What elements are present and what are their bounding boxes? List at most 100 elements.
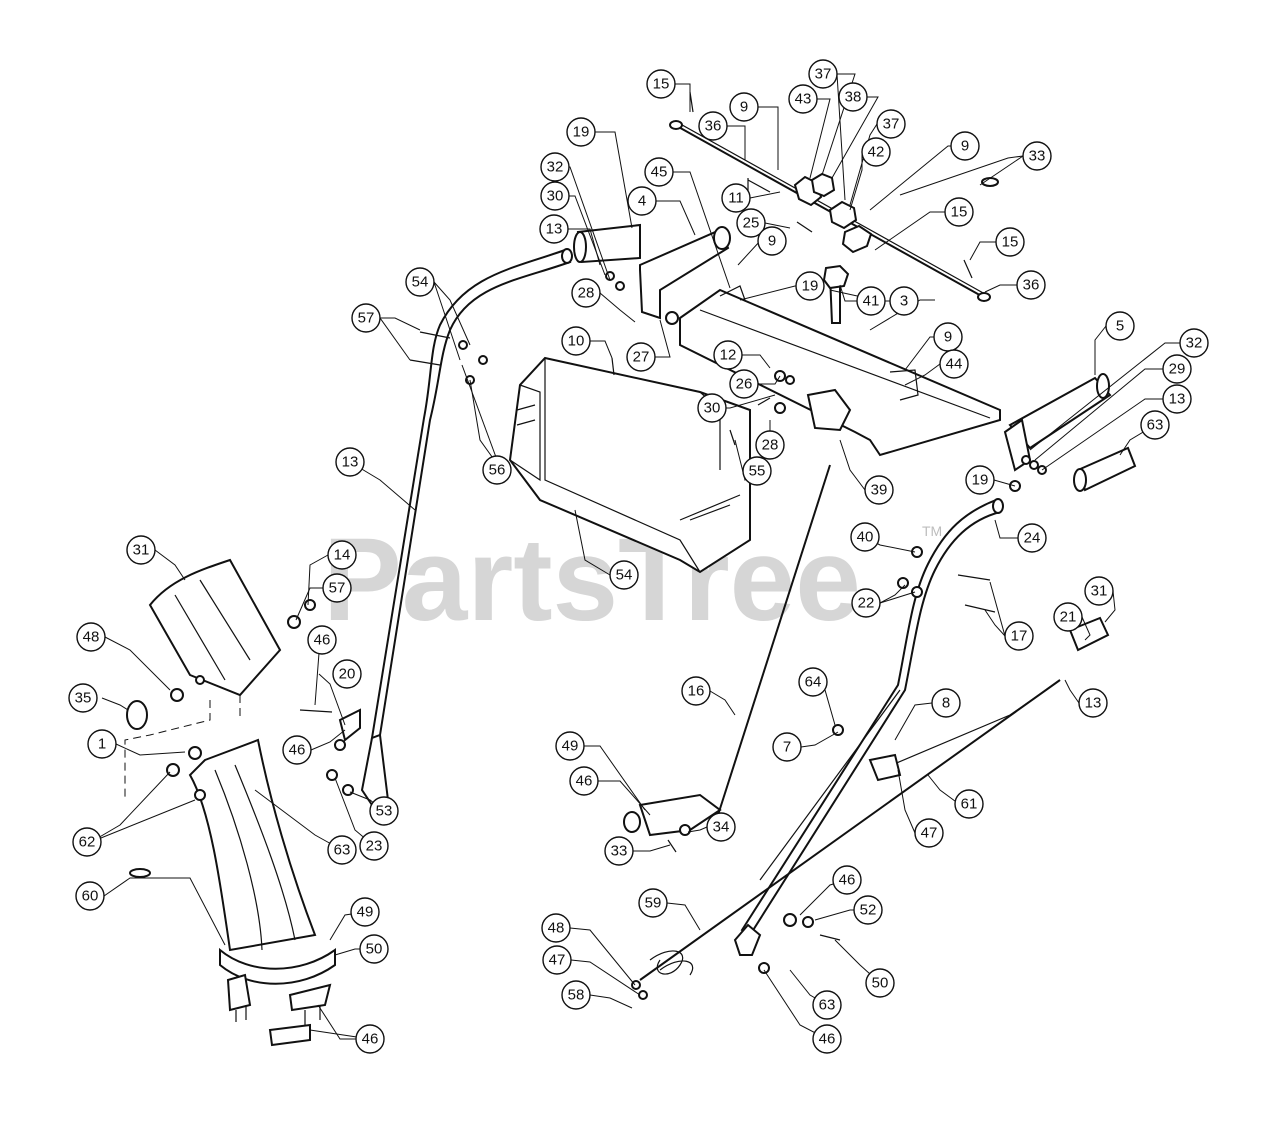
callout[interactable]: 15 bbox=[995, 227, 1025, 257]
callout[interactable]: 9 bbox=[729, 92, 759, 122]
callout[interactable]: 28 bbox=[755, 430, 785, 460]
callout[interactable]: 13 bbox=[539, 214, 569, 244]
callout[interactable]: 60 bbox=[75, 881, 105, 911]
callout[interactable]: 33 bbox=[1022, 141, 1052, 171]
callout[interactable]: 44 bbox=[939, 349, 969, 379]
callout[interactable]: 31 bbox=[1084, 576, 1114, 606]
callout[interactable]: 28 bbox=[571, 278, 601, 308]
callout[interactable]: 50 bbox=[359, 934, 389, 964]
svg-text:15: 15 bbox=[653, 76, 670, 93]
callout[interactable]: 55 bbox=[742, 456, 772, 486]
callout[interactable]: 22 bbox=[851, 588, 881, 618]
callout[interactable]: 42 bbox=[861, 137, 891, 167]
callout[interactable]: 57 bbox=[351, 303, 381, 333]
callout[interactable]: 36 bbox=[1016, 270, 1046, 300]
callout[interactable]: 49 bbox=[555, 731, 585, 761]
callout[interactable]: 47 bbox=[542, 945, 572, 975]
callout[interactable]: 61 bbox=[954, 789, 984, 819]
callout[interactable]: 11 bbox=[721, 183, 751, 213]
callout[interactable]: 12 bbox=[713, 340, 743, 370]
callout[interactable]: 4 bbox=[627, 186, 657, 216]
callout[interactable]: 17 bbox=[1004, 621, 1034, 651]
callout[interactable]: 15 bbox=[944, 197, 974, 227]
callout[interactable]: 46 bbox=[812, 1024, 842, 1054]
callout[interactable]: 37 bbox=[876, 109, 906, 139]
callout[interactable]: 49 bbox=[350, 897, 380, 927]
callout[interactable]: 52 bbox=[853, 895, 883, 925]
callout[interactable]: 19 bbox=[795, 271, 825, 301]
callout[interactable]: 45 bbox=[644, 157, 674, 187]
callout[interactable]: 32 bbox=[1179, 328, 1209, 358]
callout[interactable]: 25 bbox=[736, 208, 766, 238]
callout[interactable]: 46 bbox=[355, 1024, 385, 1054]
callout[interactable]: 63 bbox=[812, 990, 842, 1020]
callout[interactable]: 15 bbox=[646, 69, 676, 99]
callout[interactable]: 57 bbox=[322, 573, 352, 603]
callout[interactable]: 64 bbox=[798, 667, 828, 697]
callout[interactable]: 32 bbox=[540, 152, 570, 182]
callout[interactable]: 46 bbox=[569, 766, 599, 796]
svg-text:13: 13 bbox=[1169, 391, 1186, 408]
callout[interactable]: 19 bbox=[566, 117, 596, 147]
callout[interactable]: 24 bbox=[1017, 523, 1047, 553]
callout[interactable]: 16 bbox=[681, 676, 711, 706]
svg-text:45: 45 bbox=[651, 164, 668, 181]
callout[interactable]: 46 bbox=[307, 625, 337, 655]
left-handle bbox=[360, 248, 573, 807]
callout[interactable]: 14 bbox=[327, 540, 357, 570]
callout[interactable]: 20 bbox=[332, 659, 362, 689]
callout[interactable]: 9 bbox=[950, 131, 980, 161]
callout[interactable]: 63 bbox=[327, 835, 357, 865]
callout[interactable]: 10 bbox=[561, 326, 591, 356]
callout[interactable]: 62 bbox=[72, 827, 102, 857]
callout[interactable]: 35 bbox=[68, 683, 98, 713]
svg-text:52: 52 bbox=[860, 902, 877, 919]
callout[interactable]: 30 bbox=[697, 393, 727, 423]
callout[interactable]: 63 bbox=[1140, 410, 1170, 440]
callout[interactable]: 48 bbox=[76, 622, 106, 652]
callout[interactable]: 9 bbox=[757, 226, 787, 256]
callout[interactable]: 50 bbox=[865, 968, 895, 998]
callout[interactable]: 29 bbox=[1162, 354, 1192, 384]
callout[interactable]: 3 bbox=[889, 286, 919, 316]
callout[interactable]: 33 bbox=[604, 836, 634, 866]
callout[interactable]: 27 bbox=[626, 342, 656, 372]
callout[interactable]: 54 bbox=[609, 560, 639, 590]
callout[interactable]: 40 bbox=[850, 522, 880, 552]
callout[interactable]: 1 bbox=[87, 729, 117, 759]
callout[interactable]: 48 bbox=[541, 913, 571, 943]
callout[interactable]: 53 bbox=[369, 796, 399, 826]
svg-text:31: 31 bbox=[1091, 583, 1108, 600]
callout[interactable]: 7 bbox=[772, 732, 802, 762]
callout[interactable]: 13 bbox=[1078, 688, 1108, 718]
callout[interactable]: 23 bbox=[359, 831, 389, 861]
callout[interactable]: 30 bbox=[540, 181, 570, 211]
callout[interactable]: 38 bbox=[838, 82, 868, 112]
callout[interactable]: 13 bbox=[1162, 384, 1192, 414]
callout[interactable]: 46 bbox=[832, 865, 862, 895]
callout[interactable]: 58 bbox=[561, 980, 591, 1010]
callout[interactable]: 47 bbox=[914, 818, 944, 848]
callout[interactable]: 19 bbox=[965, 465, 995, 495]
callout[interactable]: 36 bbox=[698, 111, 728, 141]
callout[interactable]: 37 bbox=[808, 59, 838, 89]
callout[interactable]: 26 bbox=[729, 369, 759, 399]
callout[interactable]: 54 bbox=[405, 267, 435, 297]
callout[interactable]: 5 bbox=[1105, 311, 1135, 341]
callout[interactable]: 46 bbox=[282, 735, 312, 765]
callout[interactable]: 34 bbox=[706, 812, 736, 842]
svg-text:20: 20 bbox=[339, 666, 356, 683]
svg-text:50: 50 bbox=[366, 941, 383, 958]
callout[interactable]: 21 bbox=[1053, 602, 1083, 632]
callout[interactable]: 31 bbox=[126, 535, 156, 565]
callout[interactable]: 8 bbox=[931, 688, 961, 718]
callout[interactable]: 56 bbox=[482, 455, 512, 485]
callout[interactable]: 39 bbox=[864, 475, 894, 505]
callout[interactable]: 41 bbox=[856, 286, 886, 316]
svg-text:63: 63 bbox=[1147, 417, 1164, 434]
callout[interactable]: 9 bbox=[933, 322, 963, 352]
callout[interactable]: 59 bbox=[638, 888, 668, 918]
callout[interactable]: 13 bbox=[335, 447, 365, 477]
svg-text:62: 62 bbox=[79, 834, 96, 851]
callout[interactable]: 43 bbox=[788, 84, 818, 114]
